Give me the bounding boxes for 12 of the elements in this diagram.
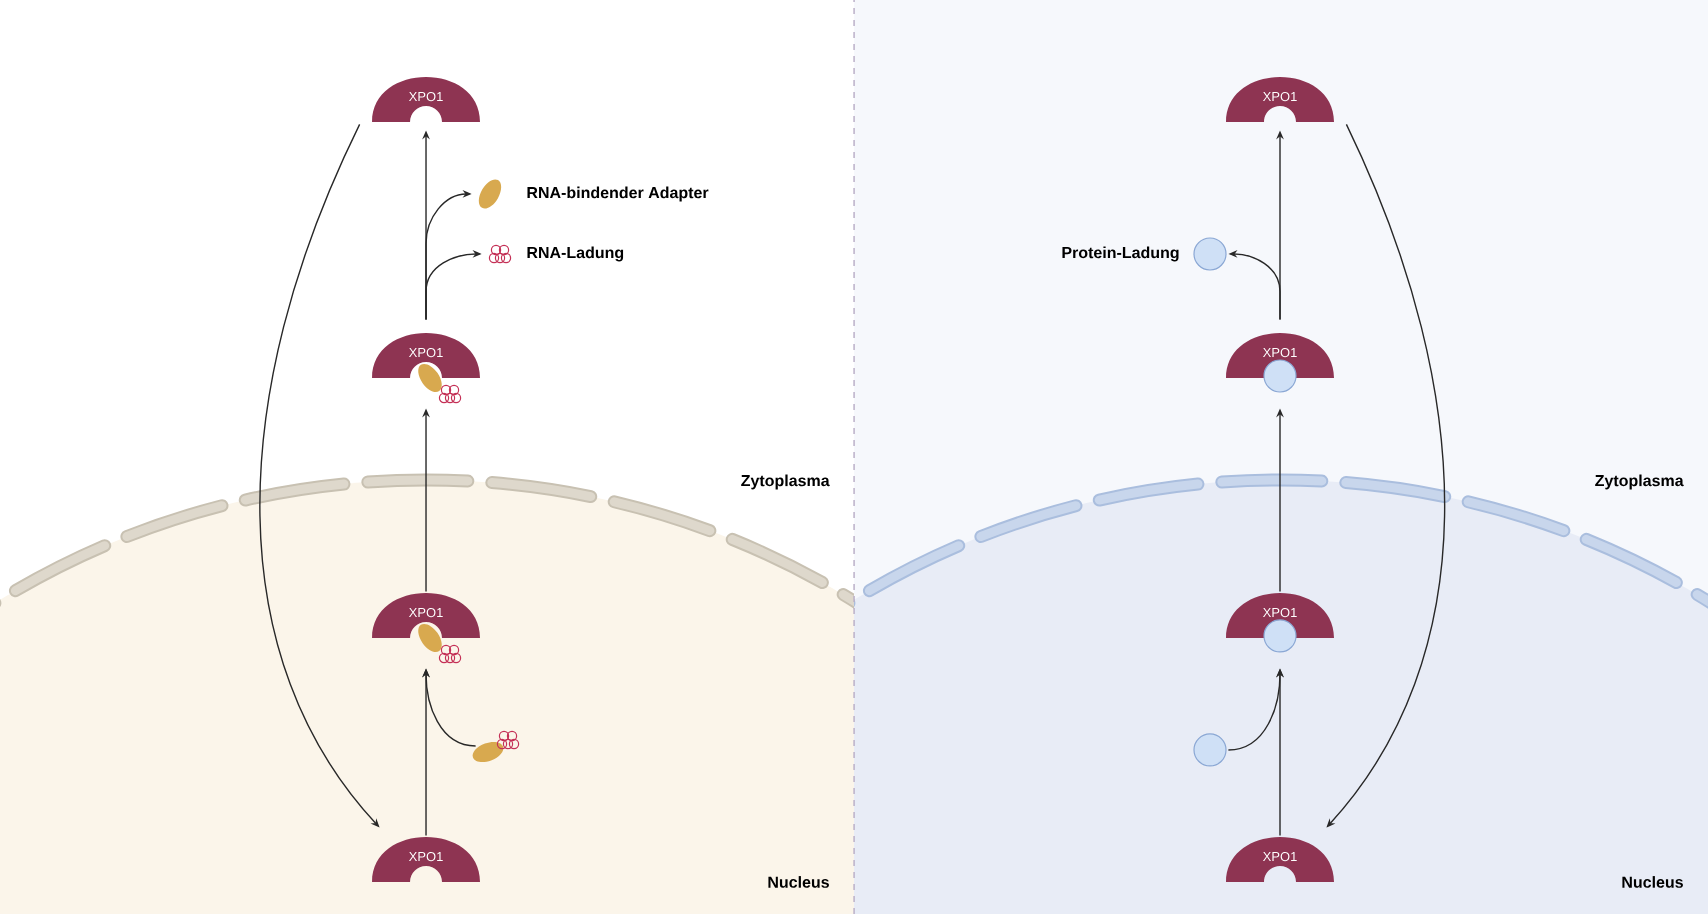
region-label: Nucleus [768, 876, 829, 888]
protein-circle [1193, 733, 1227, 767]
cargo-label: RNA-Ladung [527, 246, 624, 262]
region-label: Zytoplasma [1595, 474, 1684, 490]
cargo-label: RNA-bindender Adapter [527, 186, 709, 202]
rna-icon [488, 244, 512, 264]
cargo-label: Protein-Ladung [1062, 246, 1179, 262]
region-label: Zytoplasma [741, 474, 830, 490]
region-label: Nucleus [1622, 876, 1683, 888]
adapter-icon [478, 179, 502, 209]
adapter-rna-icon [472, 730, 520, 763]
protein-circle [1193, 237, 1227, 271]
